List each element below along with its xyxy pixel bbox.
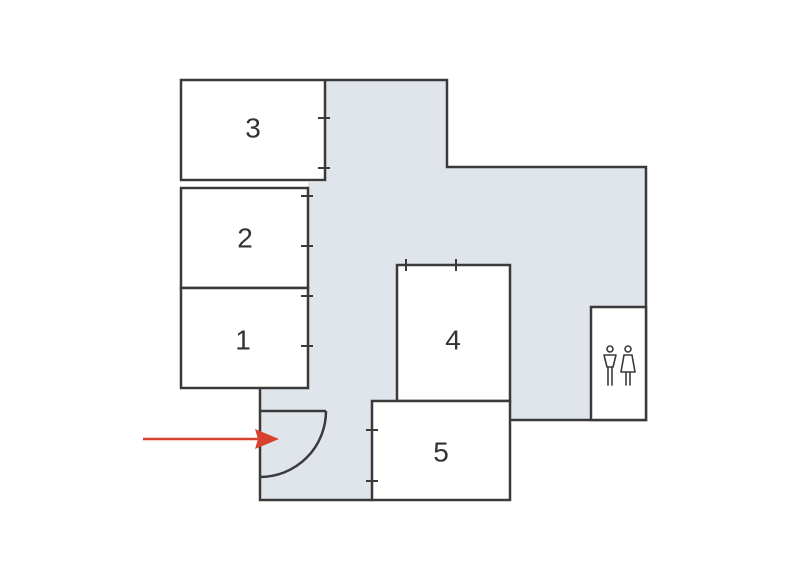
- room-2[interactable]: 2: [179, 186, 313, 290]
- corridor-bottom-wall: [258, 388, 372, 502]
- restroom[interactable]: [589, 305, 648, 422]
- room-4-label: 4: [445, 325, 461, 356]
- room-3-label: 3: [245, 113, 261, 144]
- entrance-door[interactable]: [259, 409, 328, 479]
- entrance-arrow-icon: [143, 429, 279, 449]
- room-2-label: 2: [237, 223, 253, 254]
- room-5-label: 5: [433, 437, 449, 468]
- room-3[interactable]: 3: [179, 78, 330, 182]
- room-1-label: 1: [235, 325, 251, 356]
- restroom-icon: [603, 345, 636, 386]
- room-4[interactable]: 4: [395, 259, 512, 403]
- room-5[interactable]: 5: [366, 399, 512, 502]
- room-1[interactable]: 1: [179, 286, 313, 390]
